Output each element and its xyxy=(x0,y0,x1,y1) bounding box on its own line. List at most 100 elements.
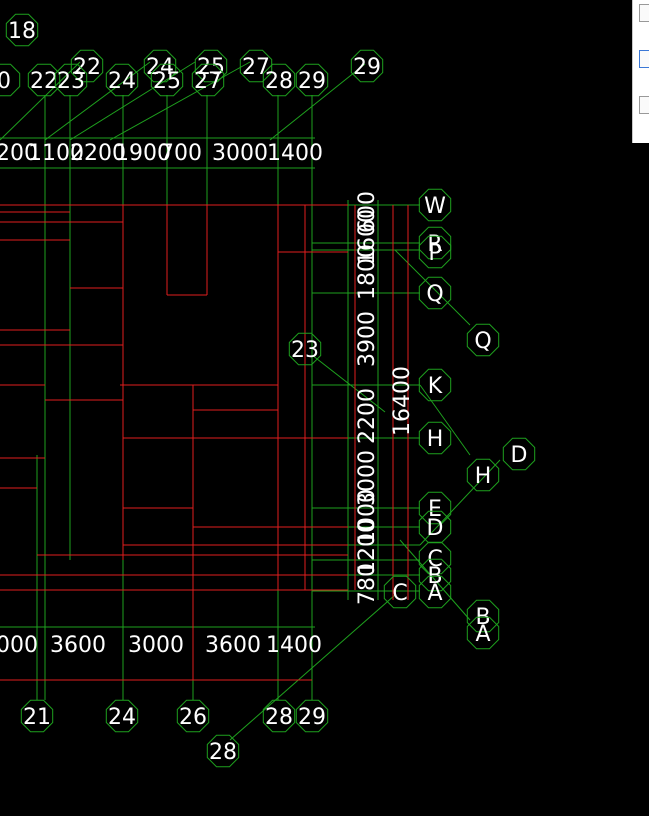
dim-top-label: 2200 xyxy=(70,141,126,166)
axis-bubble: 24 xyxy=(105,699,139,733)
axis-bubble: 25 xyxy=(150,63,184,97)
axis-bubble: C xyxy=(383,575,417,609)
axis-bubble-outline xyxy=(295,699,329,733)
axis-bubble-label: P xyxy=(428,241,441,266)
axis-bubble: Q xyxy=(466,323,500,357)
dim-bottom-label: 3600 xyxy=(50,633,106,658)
axis-bubble-label: 22 xyxy=(30,69,58,94)
axis-bubble-outline xyxy=(418,558,452,592)
axis-bubble-label: 27 xyxy=(242,55,270,80)
axis-bubble-label: 21 xyxy=(23,705,51,730)
axis-bubble-label: 26 xyxy=(179,705,207,730)
axis-bubble: P xyxy=(418,235,452,269)
dim-right-label: 780 xyxy=(355,563,380,605)
axis-bubble-outline xyxy=(466,458,500,492)
axis-bubble-outline xyxy=(262,699,296,733)
axis-bubble-label: 24 xyxy=(108,69,136,94)
axis-bubble-outline xyxy=(466,616,500,650)
axis-bubble-outline xyxy=(350,49,384,83)
dim-right-label: 1800 xyxy=(355,244,380,300)
axis-bubble-label: R xyxy=(427,232,442,257)
axis-bubble-label: C xyxy=(392,581,407,606)
panel-list[interactable] xyxy=(639,96,649,114)
axis-bubble-outline xyxy=(418,368,452,402)
axis-bubble-label: 24 xyxy=(108,705,136,730)
axis-bubble-outline xyxy=(383,575,417,609)
axis-bubble-label: K xyxy=(428,374,443,399)
axis-bubble-outline xyxy=(176,699,210,733)
axis-bubble: 27 xyxy=(191,63,225,97)
axis-bubble-label: 29 xyxy=(298,705,326,730)
axis-bubble-outline xyxy=(5,13,39,47)
wall-beam-lines xyxy=(0,204,409,681)
axis-bubble: 23 xyxy=(288,332,322,366)
axis-bubble-label: 18 xyxy=(8,19,36,44)
axis-bubble-outline xyxy=(295,63,329,97)
axis-bubble: H xyxy=(466,458,500,492)
axis-bubble-outline xyxy=(20,699,54,733)
axis-bubble: E xyxy=(418,491,452,525)
panel-button[interactable] xyxy=(639,50,649,68)
axis-bubble-outline xyxy=(239,49,273,83)
axis-bubble: 28 xyxy=(206,734,240,768)
axis-bubble-outline xyxy=(206,734,240,768)
dim-right-label: 3000 xyxy=(355,450,380,506)
axis-bubble-label: 23 xyxy=(57,69,85,94)
axis-bubble-label: A xyxy=(427,581,442,606)
axis-bubble: D xyxy=(502,437,536,471)
dim-top-label: 1100 xyxy=(28,141,84,166)
grid-axis-lines xyxy=(0,61,501,741)
axis-bubble-label: 23 xyxy=(291,338,319,363)
axis-bubble-label: 29 xyxy=(298,69,326,94)
panel-checkbox[interactable] xyxy=(639,4,649,22)
axis-bubble: Q xyxy=(418,276,452,310)
dim-right-label: 3900 xyxy=(355,311,380,367)
axis-bubble-label: E xyxy=(428,497,442,522)
axis-bubble-outline xyxy=(143,49,177,83)
axis-bubble-label: A xyxy=(475,622,490,647)
axis-bubble: D xyxy=(418,510,452,544)
dim-bottom-label: 000 xyxy=(0,633,38,658)
axis-bubble-label: D xyxy=(427,516,444,541)
dim-top-label: 3000 xyxy=(212,141,268,166)
axis-bubble-outline xyxy=(194,49,228,83)
axis-bubble: 0 xyxy=(0,63,21,97)
axis-bubble-outline xyxy=(418,491,452,525)
axis-bubble-outline xyxy=(27,63,61,97)
axis-bubble-outline xyxy=(502,437,536,471)
dim-top-label: 700 xyxy=(160,141,202,166)
axis-bubble-outline xyxy=(418,235,452,269)
axis-bubble: 21 xyxy=(20,699,54,733)
axis-bubble-outline xyxy=(105,63,139,97)
axis-bubble-label: 25 xyxy=(153,69,181,94)
axis-bubble-outline xyxy=(0,63,21,97)
axis-bubble-outline xyxy=(288,332,322,366)
dim-right-label: 2200 xyxy=(355,388,380,444)
dimension-string-bottom: 000 3600 3000 3600 1400 xyxy=(0,633,322,658)
axis-bubble: R xyxy=(418,226,452,260)
dim-right-label: 600 xyxy=(355,191,380,233)
axis-bubble-label: 27 xyxy=(194,69,222,94)
axis-bubble-outline xyxy=(150,63,184,97)
axis-bubble: 28 xyxy=(262,699,296,733)
axis-bubble: 26 xyxy=(176,699,210,733)
dim-bottom-label: 3600 xyxy=(205,633,261,658)
dim-right-label: 1200 xyxy=(355,519,380,575)
axis-bubble-label: H xyxy=(427,427,444,452)
axis-bubble: 24 xyxy=(105,63,139,97)
axis-bubble-label: 28 xyxy=(265,705,293,730)
axis-bubble: 25 xyxy=(194,49,228,83)
axis-bubble: 29 xyxy=(350,49,384,83)
axis-bubble-outline xyxy=(54,63,88,97)
axis-bubble-outline xyxy=(105,699,139,733)
axis-bubble-outline xyxy=(191,63,225,97)
dim-top-label: 1900 xyxy=(115,141,171,166)
axis-bubble-outline xyxy=(466,323,500,357)
axis-bubble-outline xyxy=(418,541,452,575)
axis-bubble-outline xyxy=(262,63,296,97)
axis-bubble-label: H xyxy=(475,464,492,489)
axis-bubble-label: 29 xyxy=(353,55,381,80)
axis-bubble: 27 xyxy=(239,49,273,83)
axis-bubble-outline xyxy=(466,599,500,633)
